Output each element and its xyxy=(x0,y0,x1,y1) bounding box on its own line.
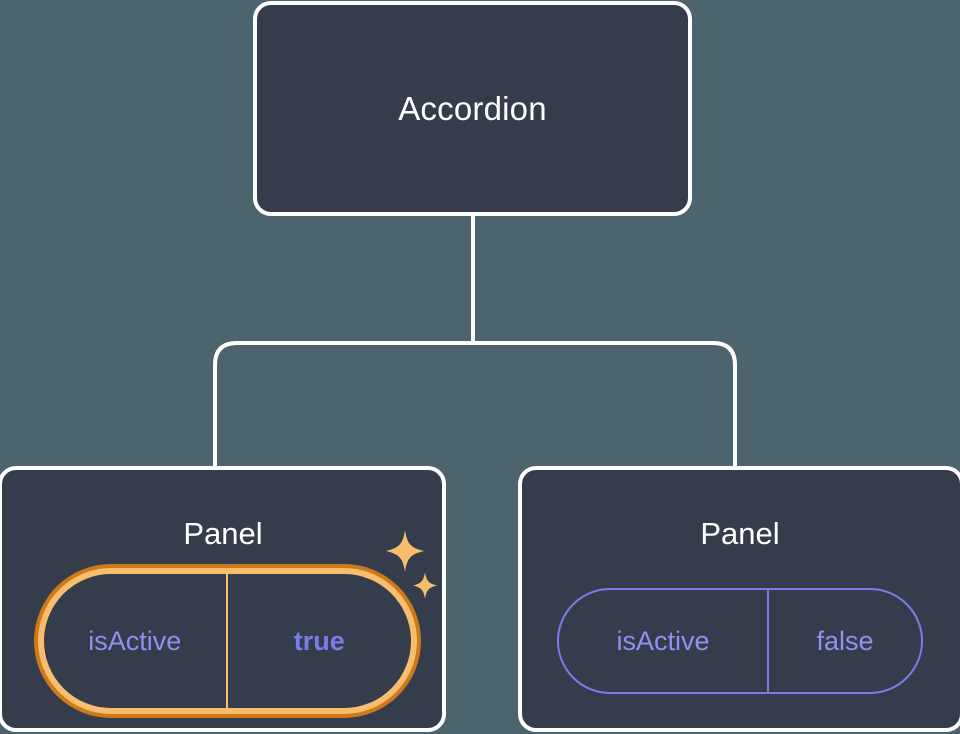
node-panel-active-label: Panel xyxy=(183,516,263,551)
prop-key-cell: isActive xyxy=(559,590,769,692)
prop-key-cell: isActive xyxy=(44,574,228,708)
sparkles-icon xyxy=(386,530,437,599)
edge-to-panel-left xyxy=(213,341,473,470)
prop-value-cell: true xyxy=(228,574,412,708)
node-panel-inactive-label: Panel xyxy=(700,516,780,551)
prop-pill-isactive-false[interactable]: isActive false xyxy=(557,588,923,694)
sparkle-small xyxy=(413,572,437,599)
prop-value-cell: false xyxy=(769,590,921,692)
sparkle-large xyxy=(386,530,424,572)
node-accordion-label: Accordion xyxy=(398,90,547,127)
prop-value-label: false xyxy=(816,625,874,656)
edge-to-panel-right xyxy=(473,341,737,470)
prop-value-label: true xyxy=(293,625,345,656)
prop-pill-isactive-true[interactable]: isActive true xyxy=(38,568,417,714)
prop-key-label: isActive xyxy=(616,625,710,656)
node-accordion[interactable]: Accordion xyxy=(253,1,692,216)
prop-key-label: isActive xyxy=(88,625,182,656)
